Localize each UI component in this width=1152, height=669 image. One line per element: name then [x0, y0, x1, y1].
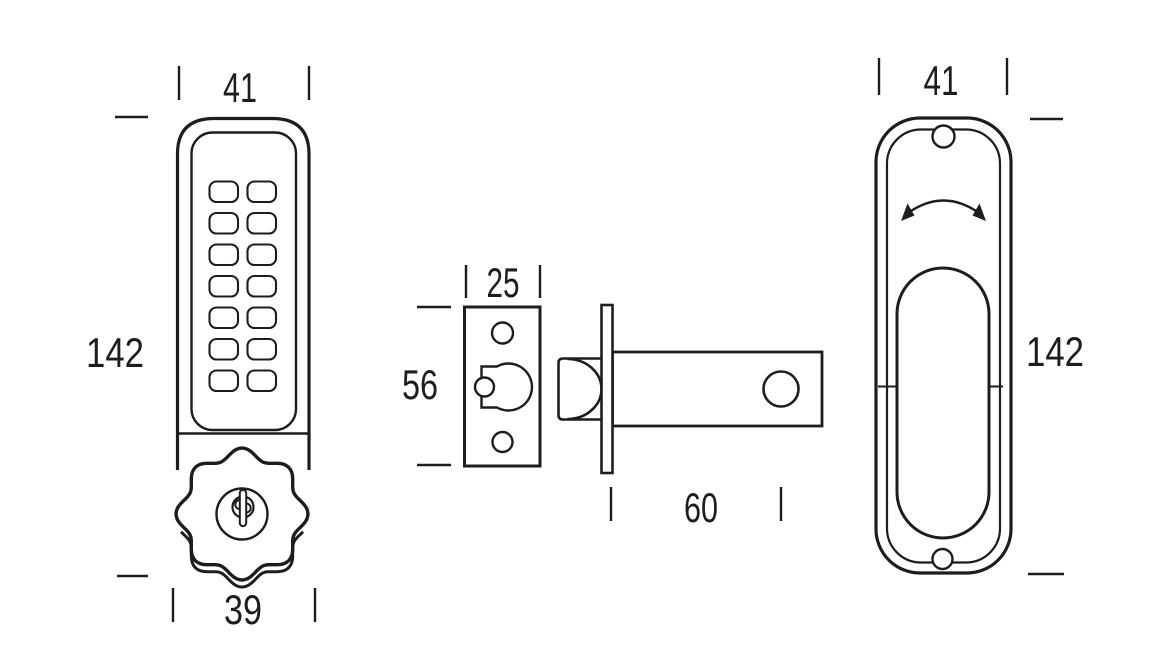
latch-bolt-profile — [557, 357, 602, 421]
keypad-button — [246, 180, 278, 204]
keypad-button — [246, 211, 278, 235]
dim-plate-height: 142 — [1026, 117, 1084, 576]
faceplate-screw-hole-top — [490, 321, 515, 345]
keypad-button — [246, 274, 278, 298]
dim-plate-width-top-value: 41 — [924, 57, 959, 104]
rotation-arrow-head-left — [901, 203, 915, 221]
view-back-plate: 41 142 — [874, 57, 1084, 576]
spindle-hole — [762, 370, 800, 408]
plate-screw-hole-top — [931, 124, 956, 149]
view-keypad-front: 41 142 39 — [86, 64, 317, 633]
dim-faceplate-width: 25 — [464, 259, 542, 306]
rotation-arrow-icon — [901, 199, 986, 221]
dim-faceplate-height: 56 — [402, 305, 451, 467]
latch-barrel — [611, 350, 824, 428]
dim-front-width-top-value: 41 — [223, 64, 257, 111]
keypad-button — [246, 243, 278, 267]
dim-front-width-bottom-value: 39 — [224, 586, 262, 633]
latch-bolt-aperture — [480, 362, 534, 412]
keyhole-slot — [238, 489, 248, 527]
keypad-button — [208, 306, 240, 330]
back-plate-inner-outline — [885, 128, 1002, 564]
view-latch: 25 56 60 — [402, 259, 824, 531]
latch-faceplate — [463, 305, 542, 468]
keypad-button — [208, 369, 240, 393]
plate-screw-hole-bottom — [931, 547, 954, 571]
keypad-face-panel — [190, 131, 298, 432]
keypad-grid — [208, 180, 278, 393]
keypad-body-outline — [175, 116, 311, 470]
latch-guide-pin — [473, 376, 496, 398]
keypad-button — [208, 180, 240, 204]
dim-front-width-top: 41 — [177, 64, 311, 111]
rotation-arrow-head-right — [972, 203, 986, 221]
keypad-button — [246, 306, 278, 330]
knob-depth-outline — [179, 530, 305, 589]
keypad-button — [208, 211, 240, 235]
faceplate-screw-hole-bottom — [491, 430, 514, 454]
keypad-button — [208, 337, 240, 361]
keyhole-notch-right — [246, 502, 252, 514]
keypad-button — [208, 243, 240, 267]
latch-bolt-curve — [567, 357, 603, 421]
dim-faceplate-width-value: 25 — [487, 259, 520, 306]
thumbturn-recess — [895, 266, 991, 540]
dim-backset-value: 60 — [684, 484, 718, 531]
dim-faceplate-height-value: 56 — [402, 361, 438, 408]
dim-plate-width-top: 41 — [877, 57, 1009, 104]
keypad-button — [208, 274, 240, 298]
dim-front-height-value: 142 — [86, 329, 144, 376]
rotation-arrow-arc — [907, 199, 980, 214]
keyhole-notch-left — [234, 499, 240, 510]
dim-plate-height-value: 142 — [1026, 328, 1084, 375]
keypad-button — [246, 337, 278, 361]
dim-front-height: 142 — [86, 115, 148, 578]
faceplate-edge-view — [600, 303, 614, 475]
dim-front-width-bottom: 39 — [171, 586, 317, 633]
keypad-button — [246, 369, 278, 393]
back-plate-outline — [874, 116, 1013, 575]
dim-backset: 60 — [609, 484, 783, 531]
